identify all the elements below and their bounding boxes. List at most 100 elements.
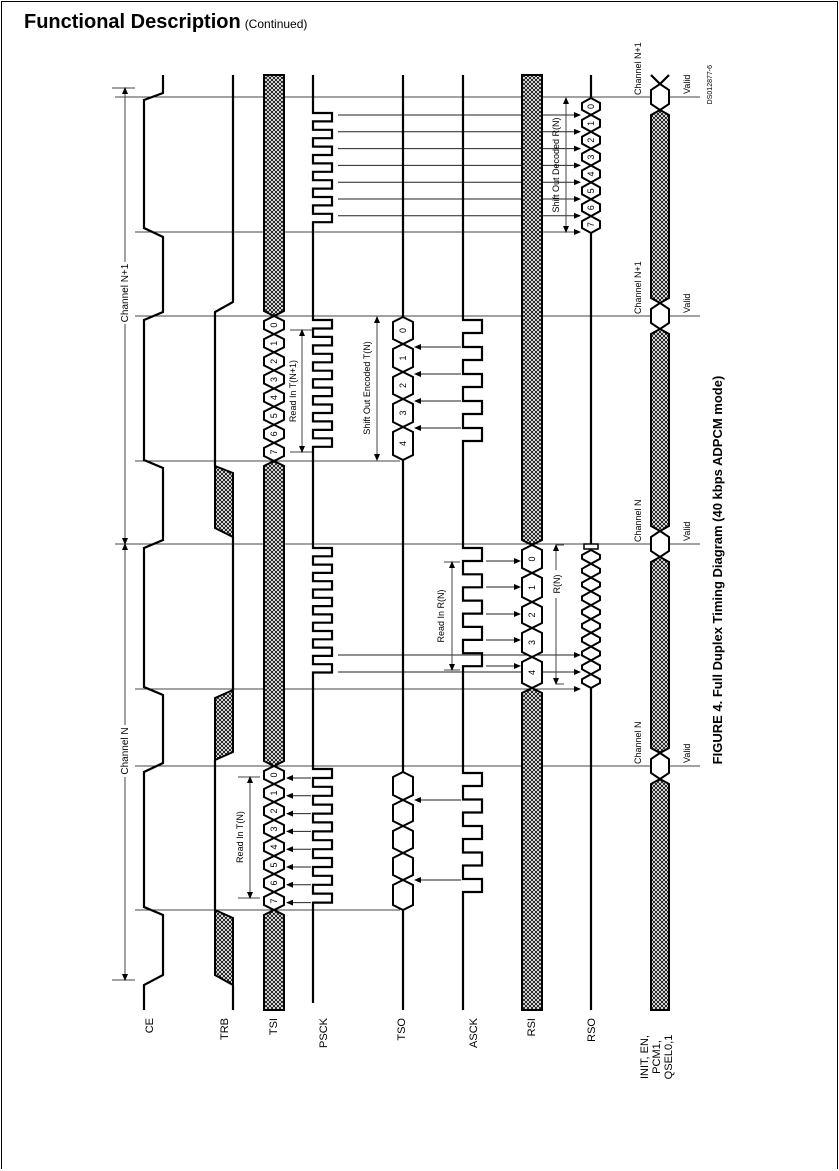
- tsi-n1-bit-label: 3: [269, 377, 279, 382]
- shift-out-encoded-label: Shift Out Encoded T(N): [362, 341, 372, 434]
- tso-n-bit-label: 3: [398, 410, 408, 415]
- tsi-n1-bit-label: 5: [269, 413, 279, 418]
- channel-n1-label: Channel N+1: [120, 263, 131, 322]
- section-subtitle: (Continued): [244, 17, 308, 31]
- valid-label: Valid: [682, 294, 692, 313]
- rsi-n-bit-label: 3: [527, 640, 537, 645]
- rso-mid-bit: [581, 604, 601, 621]
- tsi-n-bit-label: 3: [269, 826, 279, 831]
- tsi-n-bit-label: 7: [269, 898, 279, 903]
- tsi-dont-care: [263, 459, 285, 768]
- figure-caption: FIGURE 4. Full Duplex Timing Diagram (40…: [710, 376, 725, 765]
- rn-label: R(N): [552, 575, 562, 594]
- trb-waveform: [213, 75, 235, 466]
- tso-n-bit-label: 4: [398, 441, 408, 446]
- valid-label: Valid: [682, 744, 692, 763]
- read-in-tn-label: Read In T(N): [235, 811, 245, 863]
- rso-mid-bit: [581, 631, 601, 648]
- signal-label-rsi: RSI: [526, 1018, 538, 1036]
- rsi-n-bit-label: 1: [527, 585, 537, 590]
- tsi-n1-bit-label: 0: [269, 323, 279, 328]
- signal-label-trb: TRB: [219, 1018, 231, 1040]
- tso-prev-bit: [392, 770, 414, 802]
- rso-n-bit-label: 5: [586, 188, 596, 193]
- rsi-n-bit-label: 2: [527, 612, 537, 617]
- valid-channel-label: Channel N: [633, 499, 643, 542]
- tsi-dont-care: [263, 908, 285, 1011]
- control-valid-window: [650, 529, 670, 559]
- psck-waveform: [311, 75, 334, 1003]
- valid-channel-label: Channel N: [633, 721, 643, 764]
- rso-n-bit-label: 1: [586, 121, 596, 126]
- trb-dont-care: [214, 688, 234, 762]
- control-dont-care: [650, 108, 670, 305]
- signal-label-rso: RSO: [586, 1018, 598, 1042]
- ce-waveform: [142, 75, 165, 1010]
- rso-n-bit-label: 4: [586, 171, 596, 176]
- tsi-n-bit-label: 5: [269, 862, 279, 867]
- control-dont-care: [650, 555, 670, 755]
- rso-n-bit-label: 7: [586, 222, 596, 227]
- control-waveform: [650, 74, 670, 86]
- valid-channel-label: Channel N+1: [633, 261, 643, 314]
- tsi-n-bit-label: 4: [269, 844, 279, 849]
- signal-label-tso: TSO: [396, 1018, 408, 1041]
- tso-prev-bit: [392, 851, 414, 882]
- rso-bar: [583, 543, 599, 550]
- section-title: Functional Description(Continued): [24, 11, 307, 34]
- rsi-dont-care: [521, 74, 543, 547]
- shift-out-decoded-label: Shift Out Decoded R(N): [551, 117, 561, 212]
- rso-mid-bit: [581, 673, 601, 690]
- control-dont-care: [650, 327, 670, 533]
- valid-label: Valid: [682, 75, 692, 94]
- trb-dont-care: [214, 464, 234, 539]
- control-dont-care: [650, 777, 670, 1011]
- signal-label-tsi: TSI: [268, 1018, 280, 1035]
- trb-dont-care: [214, 908, 234, 987]
- label-gap: [119, 725, 131, 777]
- control-valid-window: [650, 751, 670, 781]
- rso-mid-bit: [581, 548, 601, 565]
- tso-n-bit-label: 0: [398, 328, 408, 333]
- tso-n-bit-label: 2: [398, 383, 408, 388]
- figure-id: DS012877-6: [707, 65, 714, 104]
- rso-mid-bit: [581, 576, 601, 593]
- control-valid-window: [650, 82, 670, 112]
- section-title-text: Functional Description: [24, 11, 241, 33]
- tsi-n-bit-label: 1: [269, 790, 279, 795]
- signal-label-ce: CE: [144, 1018, 156, 1033]
- asck-waveform: [461, 75, 484, 1010]
- tsi-n1-bit-label: 2: [269, 359, 279, 364]
- rsi-n-bit-label: 4: [527, 670, 537, 675]
- read-in-tn1-label: Read In T(N+1): [288, 360, 298, 422]
- valid-channel-label: Channel N+1: [633, 42, 643, 95]
- signal-label-asck: ASCK: [468, 1017, 480, 1048]
- rso-n-bit-label: 6: [586, 205, 596, 210]
- control-signal-label: INIT, EN,: [639, 1035, 651, 1079]
- rso-mid-bit: [581, 617, 601, 634]
- rso-n-bit-label: 3: [586, 155, 596, 160]
- control-signal-label: QSEL0,1: [663, 1035, 675, 1080]
- tso-prev-bit: [392, 798, 414, 828]
- tso-prev-bit: [392, 878, 414, 912]
- tsi-n-bit-label: 2: [269, 808, 279, 813]
- tsi-n1-bit-label: 4: [269, 395, 279, 400]
- rso-mid-bit: [581, 659, 601, 676]
- rso-mid-bit: [581, 645, 601, 662]
- channel-n-label: Channel N: [120, 727, 131, 774]
- rso-n-bit-label: 2: [586, 138, 596, 143]
- tsi-n-bit-label: 0: [269, 772, 279, 777]
- control-signal-label: PCM1,: [651, 1040, 663, 1074]
- read-in-rn-label: Read In R(N): [436, 589, 446, 642]
- label-gap: [119, 262, 131, 324]
- rso-n-bit-label: 0: [586, 104, 596, 109]
- tsi-n1-bit-label: 1: [269, 341, 279, 346]
- tsi-dont-care: [263, 74, 285, 318]
- signal-label-psck: PSCK: [318, 1017, 330, 1048]
- tsi-n1-bit-label: 7: [269, 449, 279, 454]
- rsi-n-bit-label: 0: [527, 556, 537, 561]
- tso-n-bit-label: 1: [398, 355, 408, 360]
- label-gap: [550, 570, 562, 598]
